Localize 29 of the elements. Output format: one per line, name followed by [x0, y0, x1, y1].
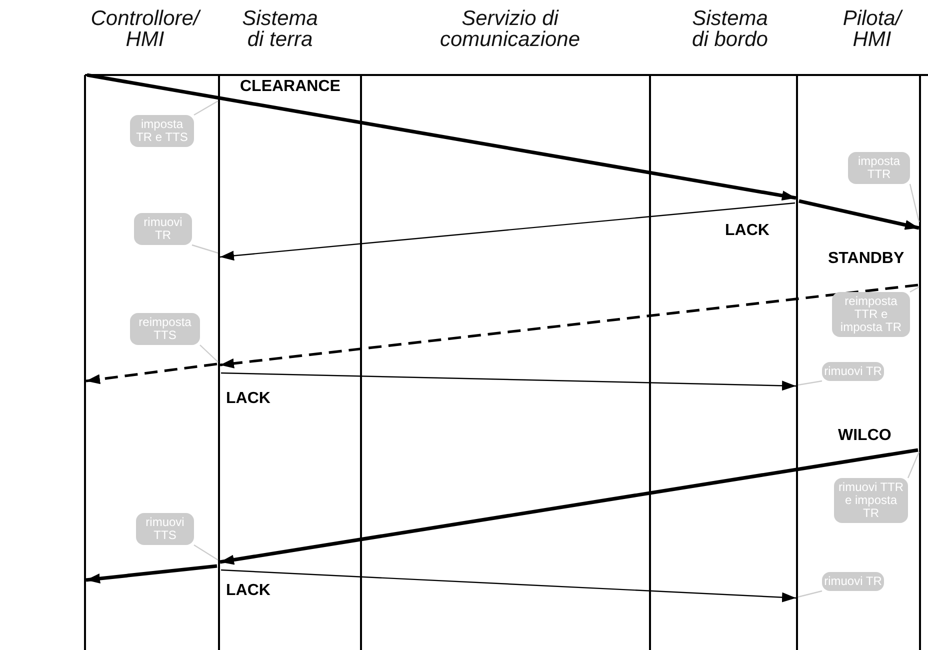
leader-line [909, 184, 920, 222]
column-header: Pilota/ HMI [842, 8, 904, 50]
leader-line [910, 286, 920, 293]
lifeline [218, 75, 220, 650]
column-header: Servizio di comunicazione [438, 8, 582, 50]
message-arrow [220, 284, 918, 368]
leader-line [798, 590, 822, 598]
message-arrow [220, 372, 796, 391]
leader-line [192, 244, 218, 254]
leader-line [194, 544, 218, 560]
column-header: Sistema di terra [241, 8, 319, 50]
column-header: Controllore/ HMI [90, 8, 202, 50]
lifeline [84, 75, 86, 650]
message-arrow [220, 448, 918, 565]
message-arrow [86, 362, 218, 384]
message-arrow [86, 564, 218, 584]
lifeline [360, 75, 362, 650]
message-arrow [798, 199, 920, 230]
message-arrow [86, 73, 796, 201]
lifeline [919, 75, 921, 650]
leader-line [194, 100, 218, 116]
leader-line [798, 380, 822, 386]
leader-line [200, 344, 218, 362]
leader-line [907, 452, 920, 478]
lifeline [649, 75, 651, 650]
lifeline [796, 75, 798, 650]
column-header: Sistema di bordo [691, 8, 769, 50]
message-arrow [220, 569, 796, 602]
message-arrow [220, 202, 796, 261]
